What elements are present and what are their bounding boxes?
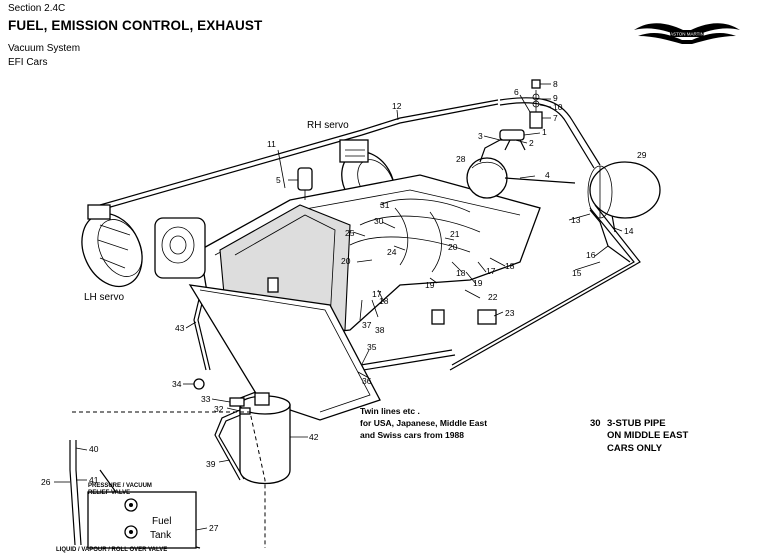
link-rod-4 — [504, 177, 576, 184]
callout-leaders — [54, 83, 623, 531]
callout-19b: 19 — [425, 280, 435, 290]
callout-28: 28 — [456, 154, 466, 164]
callout-26: 26 — [41, 477, 51, 487]
twin-lines-note-line-3: and Swiss cars from 1988 — [360, 430, 464, 440]
callout-41: 41 — [89, 475, 99, 485]
logo-text: ASTON MARTIN — [670, 32, 704, 37]
callout-19a: 19 — [473, 278, 483, 288]
callout-25: 25 — [345, 228, 355, 238]
fuel-filter-5 — [297, 167, 313, 200]
page-title: FUEL, EMISSION CONTROL, EXHAUST — [8, 18, 263, 33]
callout-7: 7 — [553, 113, 558, 123]
callout-1: 1 — [542, 127, 547, 137]
stub-pipe-note: 30 3-STUB PIPE ON MIDDLE EAST CARS ONLY — [590, 418, 688, 454]
callout-42: 42 — [309, 432, 319, 442]
callout-27: 27 — [209, 523, 219, 533]
vacuum-line-43 — [193, 294, 211, 371]
callout-40: 40 — [89, 444, 99, 454]
callout-18a: 18 — [505, 261, 515, 271]
lh-servo-label: LH servo — [84, 292, 124, 303]
callout-3: 3 — [478, 131, 483, 141]
callout-numbers: 8 9 10 7 6 1 2 3 4 28 29 12 11 RH servo … — [41, 79, 647, 533]
grommet-34 — [193, 378, 205, 390]
callout-18b: 18 — [456, 268, 466, 278]
check-valve-1-2-3 — [499, 79, 543, 151]
callout-4: 4 — [545, 170, 550, 180]
callout-10: 10 — [553, 102, 563, 112]
carbon-canister-42 — [239, 392, 291, 485]
pressure-valve-label-1: PRESSURE / VACUUM — [88, 483, 152, 489]
callout-31: 31 — [380, 200, 390, 210]
rollover-valve-label: LIQUID / VAPOUR / ROLL OVER VALVE — [56, 547, 167, 553]
callout-43: 43 — [175, 323, 185, 333]
vacuum-line-39 — [214, 409, 245, 481]
callout-23: 23 — [505, 308, 515, 318]
rh-servo-label: RH servo — [307, 120, 349, 131]
callout-15: 15 — [572, 268, 582, 278]
stub-pipe-line-1: 3-STUB PIPE — [607, 418, 666, 429]
callout-35: 35 — [367, 342, 377, 352]
callout-16: 16 — [586, 250, 596, 260]
callout-13: 13 — [571, 215, 581, 225]
vacuum-reservoir-28 — [466, 139, 515, 199]
callout-2: 2 — [529, 138, 534, 148]
callout-17b: 17 — [372, 289, 382, 299]
callout-17: 17 — [486, 266, 496, 276]
callout-37: 37 — [362, 320, 372, 330]
vacuum-reservoir-29 — [587, 161, 661, 219]
fuel-label: Fuel — [152, 516, 171, 527]
callout-18c: 18 — [379, 296, 389, 306]
pressure-valve-label-2: RELIEF VALVE — [88, 490, 130, 496]
callout-36: 36 — [362, 376, 372, 386]
callout-20b: 20 — [341, 256, 351, 266]
callout-30: 30 — [374, 216, 384, 226]
callout-33: 33 — [201, 394, 211, 404]
aston-martin-logo: ASTON MARTIN — [634, 23, 740, 44]
callout-22: 22 — [488, 292, 498, 302]
callout-29: 29 — [637, 150, 647, 160]
callout-32: 32 — [214, 404, 224, 414]
stub-pipe-line-2: ON MIDDLE EAST — [607, 430, 688, 441]
callout-9: 9 — [553, 93, 558, 103]
vacuum-pipe-11 — [99, 99, 499, 211]
callout-14: 14 — [624, 226, 634, 236]
twin-lines-note-line-1: Twin lines etc . — [360, 406, 420, 416]
callout-39: 39 — [206, 459, 216, 469]
callout-5: 5 — [276, 175, 281, 185]
tank-label: Tank — [150, 530, 172, 541]
fuel-tank-inset: Fuel Tank PRESSURE / VACUUM RELIEF VALVE… — [56, 411, 266, 553]
page-subtitle-variant: EFI Cars — [8, 57, 48, 68]
callout-8: 8 — [553, 79, 558, 89]
callout-12: 12 — [392, 101, 402, 111]
callout-21: 21 — [450, 229, 460, 239]
callout-20a: 20 — [448, 242, 458, 252]
callout-24: 24 — [387, 247, 397, 257]
throttle-body-left — [154, 217, 206, 279]
section-number: Section 2.4C — [8, 3, 66, 14]
callout-34: 34 — [172, 379, 182, 389]
twin-lines-note-line-2: for USA, Japanese, Middle East — [360, 418, 487, 428]
stub-pipe-line-3: CARS ONLY — [607, 443, 663, 454]
air-box — [188, 284, 381, 421]
vacuum-switch-22-23 — [431, 309, 497, 325]
callout-11: 11 — [267, 139, 276, 149]
callout-6: 6 — [514, 87, 519, 97]
lh-servo — [81, 204, 143, 288]
twin-lines-note: Twin lines etc . for USA, Japanese, Midd… — [360, 406, 487, 440]
callout-38: 38 — [375, 325, 385, 335]
page-subtitle: Vacuum System — [8, 43, 81, 54]
stub-pipe-number: 30 — [590, 418, 601, 429]
